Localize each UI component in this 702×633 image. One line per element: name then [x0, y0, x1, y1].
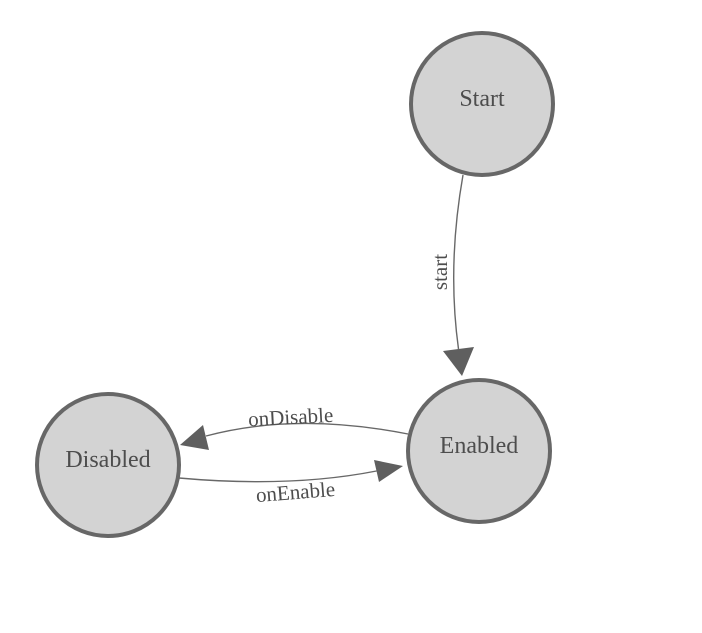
state-label-enabled: Enabled	[440, 433, 519, 459]
state-circle-disabled[interactable]	[35, 392, 181, 538]
state-label-disabled: Disabled	[65, 447, 150, 473]
transition-start-to-enabled: start	[428, 174, 474, 376]
edge-label-onenable: onEnable	[255, 477, 336, 507]
node-enabled: Enabled	[406, 378, 552, 524]
state-label-start: Start	[459, 86, 505, 112]
transition-disabled-to-enabled: onEnable	[178, 460, 403, 507]
edge-label-start: start	[428, 254, 452, 290]
node-disabled: Disabled	[35, 392, 181, 538]
transition-enabled-to-disabled: onDisable	[180, 403, 409, 450]
edge-line-enabled-to-disabled[interactable]	[205, 422, 409, 437]
edge-label-ondisable: onDisable	[247, 403, 333, 431]
edge-line-start-to-enabled[interactable]	[452, 174, 464, 350]
node-start: Start	[409, 31, 555, 177]
state-circle-enabled[interactable]	[406, 378, 552, 524]
state-circle-start[interactable]	[409, 31, 555, 177]
arrowhead-into-disabled-right-icon	[180, 425, 209, 450]
arrowhead-into-enabled-top-icon	[443, 347, 474, 376]
edge-line-disabled-to-enabled[interactable]	[178, 470, 377, 483]
arrowhead-into-enabled-left-icon	[374, 460, 403, 482]
